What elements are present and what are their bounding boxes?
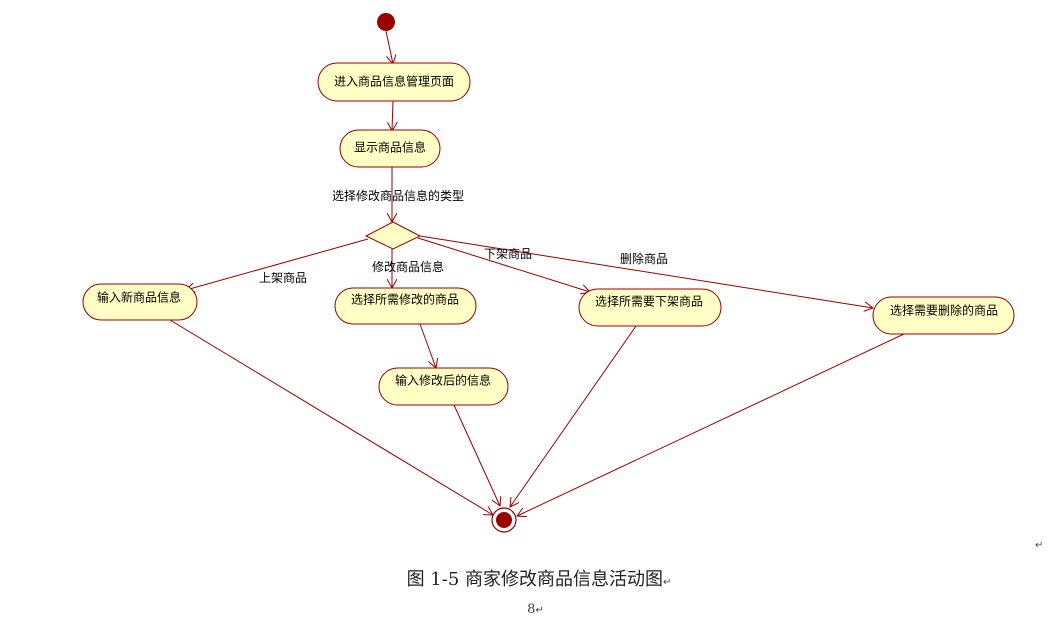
node-select-delete: 选择需要删除的商品 [872,296,1015,335]
edge-start-to-enter [385,30,393,64]
node-select-modify-label: 选择所需修改的商品 [351,292,459,307]
decision-node [364,221,422,250]
caption-paragraph-mark: ↵ [663,577,672,588]
page-number: 8↵ [0,602,1048,617]
activity-diagram: 进入商品信息管理页面 显示商品信息 输入新商品信息 选择所需修改的商品 输入修改… [82,13,1015,533]
edge-select-delist-to-end [510,325,637,507]
edge-label-choose-type: 选择修改商品信息的类型 [332,188,464,203]
edge-input-new-to-end [169,319,493,515]
figure-caption: 图 1-5 商家修改商品信息活动图↵ [0,565,1048,591]
page-number-paragraph-mark: ↵ [535,605,544,616]
node-enter-page-label: 进入商品信息管理页面 [334,74,454,89]
node-input-new-label: 输入新商品信息 [97,290,181,305]
edge-select-delete-to-end [517,333,905,516]
node-select-delete-label: 选择需要删除的商品 [890,303,998,318]
node-input-modified: 输入修改后的信息 [378,367,509,406]
node-show-info-label: 显示商品信息 [354,140,426,155]
edge-label-list-product: 上架商品 [259,270,307,285]
edge-decision-to-select-delist [417,237,590,292]
figure-caption-text: 图 1-5 商家修改商品信息活动图 [406,569,664,590]
edge-label-delist-product: 下架商品 [484,246,532,261]
page-number-text: 8 [527,602,536,617]
paragraph-mark-top: ↵ [1035,540,1044,551]
node-input-modified-label: 输入修改后的信息 [395,373,491,388]
edge-enter-to-show [392,100,393,131]
edge-select-modify-to-input-modified [419,323,436,368]
edge-decision-to-select-delete [419,235,873,308]
end-node [491,507,517,533]
node-select-modify: 选择所需修改的商品 [334,287,477,325]
edge-input-modified-to-end [453,404,500,506]
start-node [377,13,395,31]
node-select-delist-label: 选择所需要下架商品 [595,294,703,309]
node-select-delist: 选择所需要下架商品 [578,288,722,327]
edge-decision-to-input-new [186,238,369,290]
node-show-info: 显示商品信息 [339,129,441,168]
edge-label-modify-product: 修改商品信息 [372,259,444,274]
node-enter-page: 进入商品信息管理页面 [317,62,471,102]
edges [169,30,905,516]
edge-label-delete-product: 删除商品 [620,251,668,266]
node-input-new: 输入新商品信息 [82,283,198,321]
